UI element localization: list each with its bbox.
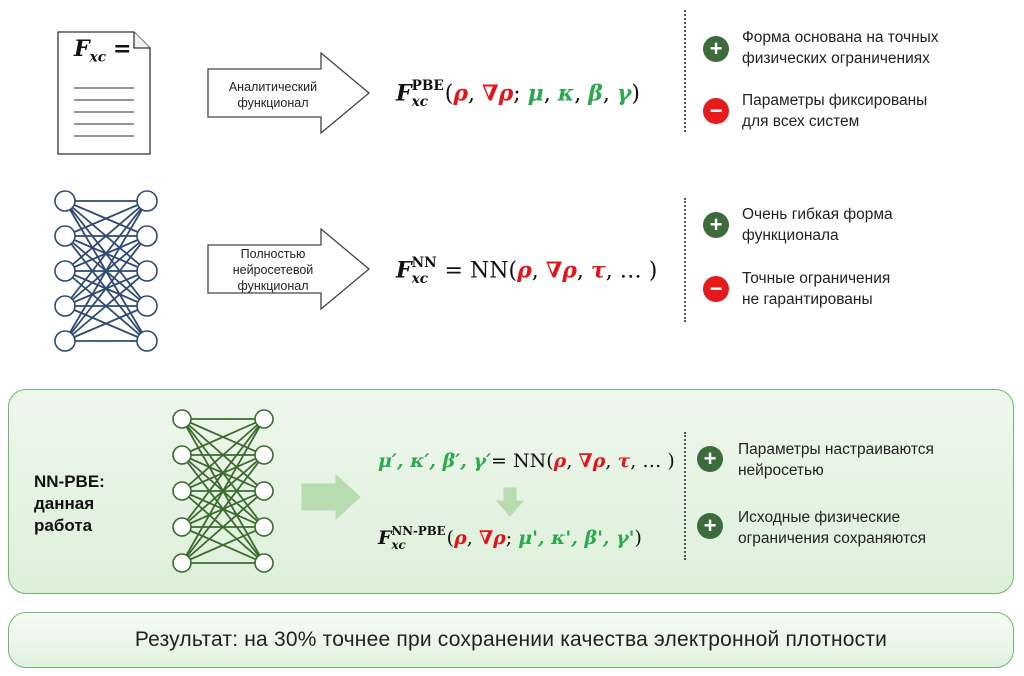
- nn-edge: [64, 235, 148, 342]
- nn-node: [254, 517, 274, 537]
- nn-edge: [64, 200, 148, 307]
- nn-edge: [181, 418, 265, 456]
- nn-node: [172, 553, 192, 573]
- nn-pbe-label: NN-PBE: данная работа: [34, 472, 105, 535]
- nn-edge: [181, 490, 265, 564]
- plus-icon: +: [703, 212, 729, 238]
- nn-node: [172, 409, 192, 429]
- nn-edge: [181, 418, 265, 528]
- nn-node: [54, 225, 76, 247]
- arrow-analytic: [207, 51, 371, 135]
- nn-edge: [181, 526, 265, 564]
- nn-edge: [181, 418, 265, 492]
- nn-edge: [181, 418, 265, 564]
- neural-network-green-icon: [172, 409, 274, 573]
- plus-icon: +: [697, 513, 723, 539]
- nn-node: [136, 190, 158, 212]
- arrow-analytic-label: Аналитический функционал: [228, 80, 318, 110]
- document-icon: [57, 31, 151, 155]
- nn-node: [254, 481, 274, 501]
- formula-params: μ′, κ′, β′, γ′= NN(ρ, ∇ρ, τ, … ): [378, 450, 675, 472]
- nn-edge: [181, 454, 265, 564]
- document-fxc-label: Fxc =: [74, 36, 132, 66]
- nn-node: [136, 225, 158, 247]
- nn-node: [172, 481, 192, 501]
- separator-row3: [684, 432, 686, 560]
- nn-edge: [64, 305, 148, 342]
- nn-edge: [64, 270, 148, 342]
- nn-node: [254, 445, 274, 465]
- arrow-right-icon: [301, 474, 361, 520]
- nn-edge: [64, 200, 148, 342]
- arrow-neural: [207, 227, 371, 311]
- plus-icon: +: [697, 446, 723, 472]
- separator-row2: [684, 198, 686, 322]
- nn-node: [54, 330, 76, 352]
- nn-edge: [64, 200, 148, 237]
- plus-icon: +: [703, 36, 729, 62]
- nn-node: [54, 295, 76, 317]
- result-text: Результат: на 30% точнее при сохранении …: [134, 628, 888, 651]
- nn-node: [254, 409, 274, 429]
- separator-row1: [684, 10, 686, 132]
- nn-edge: [64, 200, 148, 272]
- nn-node: [54, 260, 76, 282]
- nn-node: [54, 190, 76, 212]
- nn-node: [136, 295, 158, 317]
- nn-node: [136, 260, 158, 282]
- nn-node: [172, 517, 192, 537]
- arrow-neural-label: Полностью нейросетевой функционал: [232, 247, 314, 293]
- neural-network-blue-icon: [54, 190, 158, 352]
- nn-node: [254, 553, 274, 573]
- minus-icon: −: [703, 276, 729, 302]
- result-box: Результат: на 30% точнее при сохранении …: [8, 612, 1014, 668]
- nn-node: [136, 330, 158, 352]
- minus-icon: −: [703, 98, 729, 124]
- nn-node: [172, 445, 192, 465]
- arrow-down-icon: [496, 487, 524, 517]
